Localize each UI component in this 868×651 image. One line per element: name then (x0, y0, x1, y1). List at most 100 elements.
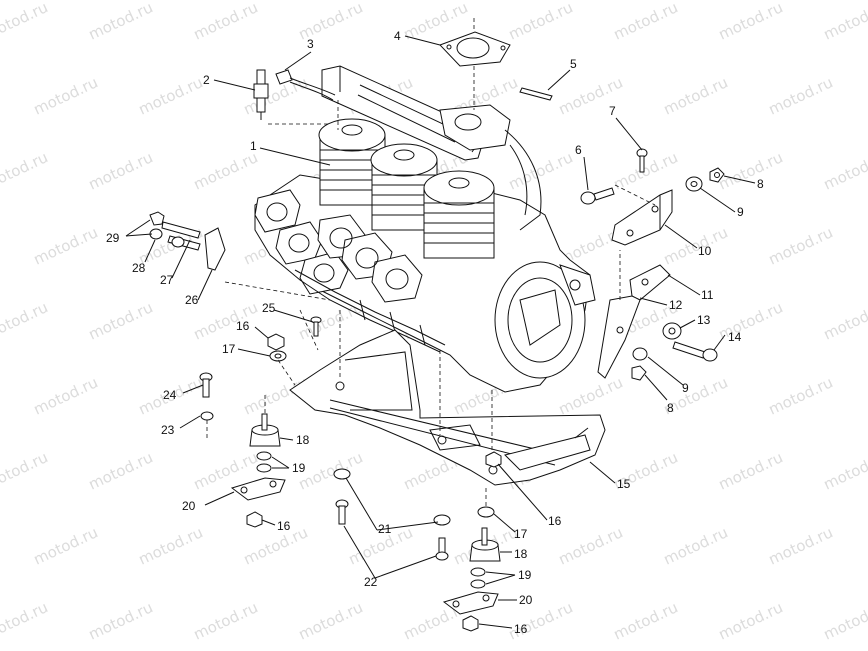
watermark-text: motod.ru (296, 598, 366, 643)
watermark-text: motod.ru (556, 373, 626, 418)
spark-plug (253, 69, 330, 125)
callout-13: 13 (697, 313, 711, 327)
watermark-text: motod.ru (821, 448, 868, 493)
watermark-text: motod.ru (716, 598, 786, 643)
callout-18-right: 18 (514, 547, 528, 561)
callout-9-upper: 9 (737, 205, 744, 219)
callout-8-lower: 8 (667, 401, 674, 415)
bolt-22-b (435, 537, 449, 561)
watermark-text: motod.ru (241, 73, 311, 118)
callout-21: 21 (378, 522, 392, 536)
watermark-text: motod.ru (611, 598, 681, 643)
washer-9-upper (685, 176, 703, 192)
watermark-text: motod.ru (86, 148, 156, 193)
cylinder-2 (370, 143, 438, 231)
watermark-text: motod.ru (86, 448, 156, 493)
callout-5: 5 (570, 57, 577, 71)
callout-1: 1 (250, 139, 257, 153)
callout-19-left: 19 (292, 461, 306, 475)
callout-15: 15 (617, 477, 631, 491)
watermark-text: motod.ru (821, 298, 868, 343)
watermark-text: motod.ru (556, 523, 626, 568)
callout-17-right: 17 (514, 527, 528, 541)
watermark-text: motod.ru (31, 73, 101, 118)
watermark-text: motod.ru (241, 523, 311, 568)
screw-7 (636, 148, 648, 173)
washer-17-right (477, 488, 495, 518)
callout-17-top: 17 (222, 342, 236, 356)
watermark-text: motod.ru (821, 598, 868, 643)
watermark-text: motod.ru (296, 448, 366, 493)
callout-22: 22 (364, 575, 378, 589)
mount-plate-20-right (442, 591, 499, 615)
nut-16-right (485, 451, 502, 468)
cylinder-3 (423, 170, 495, 259)
temperature-sensor (275, 69, 339, 130)
callout-11: 11 (701, 288, 714, 302)
watermark-text: motod.ru (0, 0, 51, 44)
callout-28: 28 (132, 261, 146, 275)
callout-8-upper: 8 (757, 177, 764, 191)
callout-23: 23 (161, 423, 175, 437)
coupler-housing (494, 261, 596, 379)
mount-plate-20-left (230, 477, 286, 501)
callout-4: 4 (394, 29, 401, 43)
callout-16-top: 16 (236, 319, 250, 333)
callout-18-left: 18 (296, 433, 310, 447)
bolt-24 (199, 372, 213, 398)
lower-bracket (597, 250, 671, 379)
callout-16-left: 16 (277, 519, 291, 533)
callout-24: 24 (163, 388, 177, 402)
bolt-22-a (335, 499, 349, 525)
watermark-text: motod.ru (86, 0, 156, 44)
nut-8-upper (709, 167, 725, 183)
watermark-text: motod.ru (766, 523, 836, 568)
callout-27: 27 (160, 273, 174, 287)
watermark-text: motod.ru (716, 298, 786, 343)
rubber-mount-left (249, 395, 281, 447)
callout-7: 7 (609, 104, 616, 118)
washer-9-lower (632, 347, 648, 361)
watermark-text: motod.ru (0, 448, 51, 493)
callout-20-left: 20 (182, 499, 196, 513)
callout-19-right: 19 (518, 568, 532, 582)
washer-23 (200, 411, 214, 440)
watermark-text: motod.ru (716, 148, 786, 193)
watermark-text: motod.ru (31, 523, 101, 568)
watermark-text: motod.ru (766, 73, 836, 118)
hardware-group-26-29 (149, 211, 331, 301)
washers-19-right (470, 567, 486, 589)
callout-14: 14 (728, 330, 742, 344)
screw-25 (299, 309, 322, 351)
gasket-strip (519, 87, 553, 101)
callout-2: 2 (203, 73, 210, 87)
watermark-text: motod.ru (821, 0, 868, 44)
washers-19-left (256, 451, 272, 473)
watermark-text: motod.ru (136, 73, 206, 118)
exhaust-gasket (439, 18, 511, 110)
callout-20-right: 20 (519, 593, 533, 607)
callout-6: 6 (575, 143, 582, 157)
watermark-text: motod.ru (821, 148, 868, 193)
watermark-text: motod.ru (136, 523, 206, 568)
callout-26: 26 (185, 293, 199, 307)
watermark-text: motod.ru (766, 373, 836, 418)
bolt-6 (580, 187, 615, 205)
watermark-text: motod.ru (86, 598, 156, 643)
watermark-text: motod.ru (716, 448, 786, 493)
washer-21-a (333, 468, 351, 480)
watermark-text: motod.ru (86, 298, 156, 343)
callout-3: 3 (307, 37, 314, 51)
callout-16-right: 16 (548, 514, 562, 528)
watermark-text: motod.ru (506, 0, 576, 44)
watermark-text: motod.ru (191, 298, 261, 343)
upper-bracket (611, 184, 673, 246)
watermark-text: motod.ru (191, 598, 261, 643)
washer-13 (662, 322, 682, 340)
nut-16-top (267, 333, 285, 351)
watermark-text: motod.ru (0, 598, 51, 643)
callout-labels: 1 2 3 4 5 6 7 8 9 10 11 12 13 14 9 8 15 … (106, 29, 764, 636)
watermark-text: motod.ru (0, 148, 51, 193)
watermark-text: motod.ru (766, 223, 836, 268)
